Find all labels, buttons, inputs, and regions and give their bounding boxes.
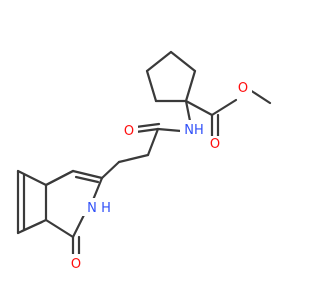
bond bbox=[134, 122, 161, 129]
bond bbox=[248, 88, 272, 105]
amide-nh-label: NH bbox=[184, 123, 204, 138]
ester-ether-oxygen-label: O bbox=[238, 81, 248, 96]
bond bbox=[117, 153, 150, 164]
bond bbox=[71, 213, 86, 239]
ring-nitrogen-label: N bbox=[87, 201, 97, 216]
bond bbox=[210, 98, 238, 117]
bond-layer bbox=[16, 50, 272, 257]
bond bbox=[100, 160, 121, 180]
ester-carbonyl-oxygen-label: O bbox=[210, 137, 220, 152]
atom-label-layer: O O O NH N H O bbox=[66, 78, 252, 272]
bond bbox=[16, 169, 48, 187]
bond bbox=[145, 50, 173, 73]
bond bbox=[91, 176, 104, 202]
bond bbox=[134, 127, 160, 134]
bond bbox=[156, 127, 183, 133]
ring-nh-hydrogen-label: H bbox=[101, 201, 111, 216]
bond bbox=[184, 69, 197, 103]
bond bbox=[71, 169, 104, 180]
bond bbox=[74, 175, 100, 184]
molecule-diagram: O O O NH N H O bbox=[16, 50, 272, 272]
structure-canvas: O O O NH N H O bbox=[16, 50, 272, 272]
bond bbox=[184, 99, 192, 123]
bond bbox=[145, 69, 158, 103]
bond bbox=[20, 220, 44, 233]
amide-oxygen-label: O bbox=[124, 124, 134, 139]
bond bbox=[184, 99, 214, 117]
bond bbox=[44, 218, 75, 239]
lactam-oxygen-label: O bbox=[71, 257, 81, 272]
bond bbox=[44, 169, 75, 187]
bond bbox=[169, 50, 197, 73]
bond bbox=[146, 127, 160, 157]
